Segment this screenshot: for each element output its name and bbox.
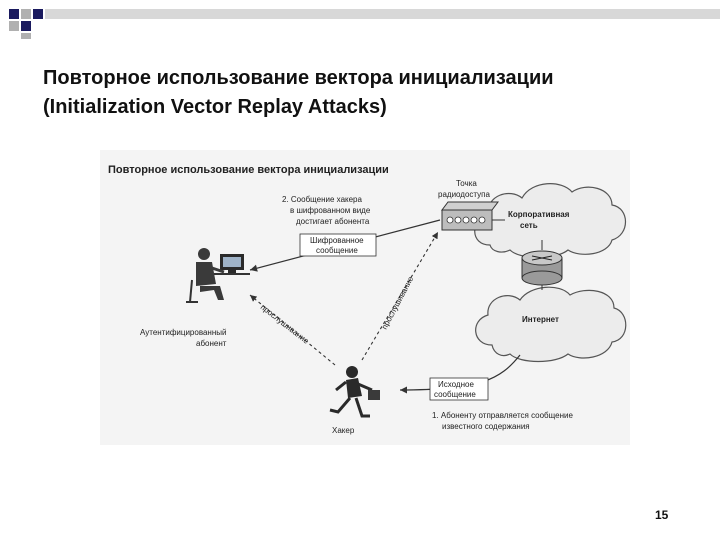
hacker-label: Хакер — [332, 426, 355, 435]
step1-label-line2: известного содержания — [442, 422, 530, 431]
access-point-label-line2: радиодоступа — [438, 190, 491, 199]
user-label-line1: Аутентифицированный — [140, 328, 226, 337]
corner-decoration — [9, 9, 720, 39]
user-at-computer-icon — [186, 248, 250, 303]
router-icon — [521, 250, 563, 286]
internet-cloud: Интернет — [475, 286, 627, 363]
step1-label-line1: 1. Абоненту отправляется сообщение — [432, 411, 573, 420]
step2-label-line2: в шифрованном виде — [290, 206, 371, 215]
source-message-box: Исходное сообщение — [429, 377, 489, 401]
iv-replay-diagram: Повторное использование вектора инициали… — [100, 150, 630, 445]
encrypted-msg-label-line1: Шифрованное — [310, 236, 364, 245]
encrypted-msg-label-line2: сообщение — [316, 246, 358, 255]
page-number: 15 — [655, 508, 669, 522]
corporate-net-label-line2: сеть — [520, 221, 538, 230]
source-msg-label-line1: Исходное — [438, 380, 474, 389]
internet-label: Интернет — [522, 315, 559, 324]
step2-label-line1: 2. Сообщение хакера — [282, 195, 363, 204]
access-point-icon — [441, 201, 499, 231]
corporate-net-label-line1: Корпоративная — [508, 210, 570, 219]
source-msg-label-line2: сообщение — [434, 390, 476, 399]
diagram-heading: Повторное использование вектора инициали… — [108, 164, 389, 176]
slide-title: Повторное использование вектора инициали… — [43, 64, 703, 122]
eavesdrop-arrow-user — [249, 294, 336, 366]
slide-title-line-1: Повторное использование вектора инициали… — [43, 67, 554, 89]
encrypted-message-box: Шифрованное сообщение — [299, 233, 377, 257]
hacker-icon — [329, 366, 380, 418]
user-label-line2: абонент — [196, 339, 227, 348]
step2-label-line3: достигает абонента — [296, 217, 370, 226]
eavesdrop-arrow-ap — [361, 231, 439, 361]
slide-title-line-2: (Initialization Vector Replay Attacks) — [43, 96, 387, 118]
access-point-label-line1: Точка — [456, 179, 477, 188]
